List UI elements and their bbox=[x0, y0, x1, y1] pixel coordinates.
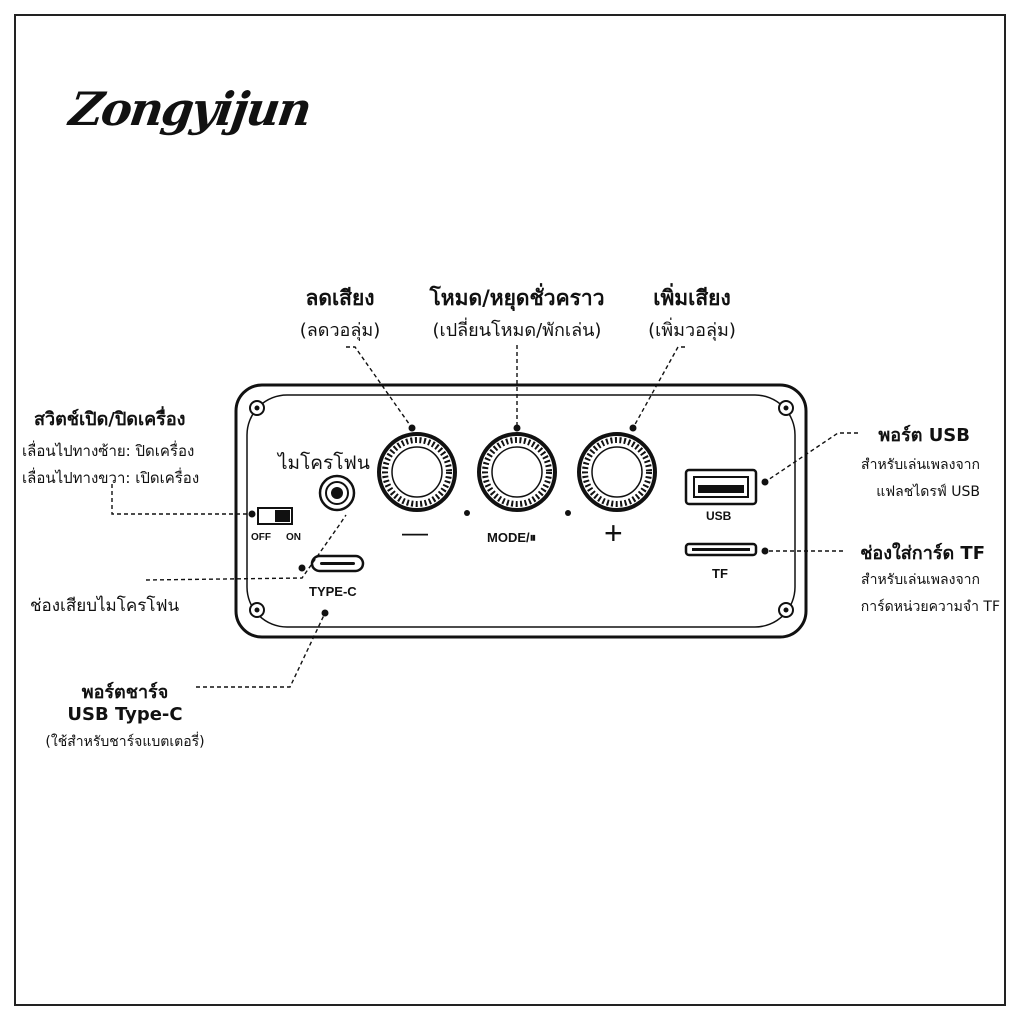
typec-port bbox=[310, 554, 365, 573]
charge-port-subtitle: (ใช้สำหรับชาร์จแบตเตอรี่) bbox=[45, 734, 205, 750]
leader-power-switch bbox=[111, 484, 252, 515]
volume-down-knob bbox=[377, 432, 457, 512]
minus-symbol: — bbox=[402, 517, 428, 547]
volume-up-subtitle: (เพิ่มวอลุ่ม) bbox=[648, 320, 736, 341]
microphone-panel-label: ไมโครโฟน bbox=[278, 452, 370, 474]
tf-slot-title: ช่องใส่การ์ด TF bbox=[860, 543, 985, 564]
usb-port-line1: สำหรับเล่นเพลงจาก bbox=[861, 457, 980, 473]
power-switch-line1: เลื่อนไปทางซ้าย: ปิดเครื่อง bbox=[22, 442, 195, 460]
leader-volume-up bbox=[632, 346, 685, 429]
leader-volume-down bbox=[346, 346, 413, 429]
microphone-title: ช่องเสียบไมโครโฟน bbox=[30, 596, 180, 616]
power-switch-title: สวิตช์เปิด/ปิดเครื่อง bbox=[34, 409, 186, 430]
usb-port bbox=[684, 468, 758, 506]
mode-knob bbox=[477, 432, 557, 512]
panel-inner bbox=[246, 394, 796, 628]
plus-symbol: + bbox=[604, 515, 623, 551]
leader-charge-port bbox=[196, 612, 326, 688]
tf-slot-line1: สำหรับเล่นเพลงจาก bbox=[861, 572, 980, 588]
charge-port-title2: USB Type-C bbox=[67, 704, 183, 725]
power-switch bbox=[257, 507, 293, 525]
mode-label: MODE/⏸ bbox=[487, 530, 537, 545]
charge-port-title1: พอร์ตชาร์จ bbox=[81, 682, 169, 703]
usb-port-line2: แฟลชไดรฟ์ USB bbox=[876, 484, 980, 500]
mode-subtitle: (เปลี่ยนโหมด/พักเล่น) bbox=[432, 320, 602, 341]
volume-up-knob bbox=[577, 432, 657, 512]
indicator-dot bbox=[464, 510, 470, 516]
volume-down-title: ลดเสียง bbox=[305, 286, 375, 310]
screw-icon bbox=[249, 400, 794, 618]
usb-label: USB bbox=[706, 509, 732, 523]
microphone-jack bbox=[318, 474, 356, 512]
volume-up-title: เพิ่มเสียง bbox=[653, 286, 731, 310]
outer-frame bbox=[14, 14, 1006, 1006]
usb-port-title: พอร์ต USB bbox=[878, 425, 970, 446]
power-switch-line2: เลื่อนไปทางขวา: เปิดเครื่อง bbox=[22, 469, 200, 487]
tf-label: TF bbox=[712, 566, 728, 581]
switch-on-label: ON bbox=[286, 532, 301, 543]
typec-label: TYPE-C bbox=[309, 584, 357, 599]
tf-slot-line2: การ์ดหน่วยความจำ TF bbox=[860, 599, 1000, 615]
tf-slot bbox=[684, 542, 758, 557]
mode-title: โหมด/หยุดชั่วคราว bbox=[429, 286, 605, 310]
leader-microphone bbox=[145, 514, 347, 581]
switch-off-label: OFF bbox=[251, 532, 271, 543]
leader-usb bbox=[764, 432, 858, 483]
indicator-dot bbox=[565, 510, 571, 516]
volume-down-subtitle: (ลดวอลุ่ม) bbox=[299, 320, 381, 341]
